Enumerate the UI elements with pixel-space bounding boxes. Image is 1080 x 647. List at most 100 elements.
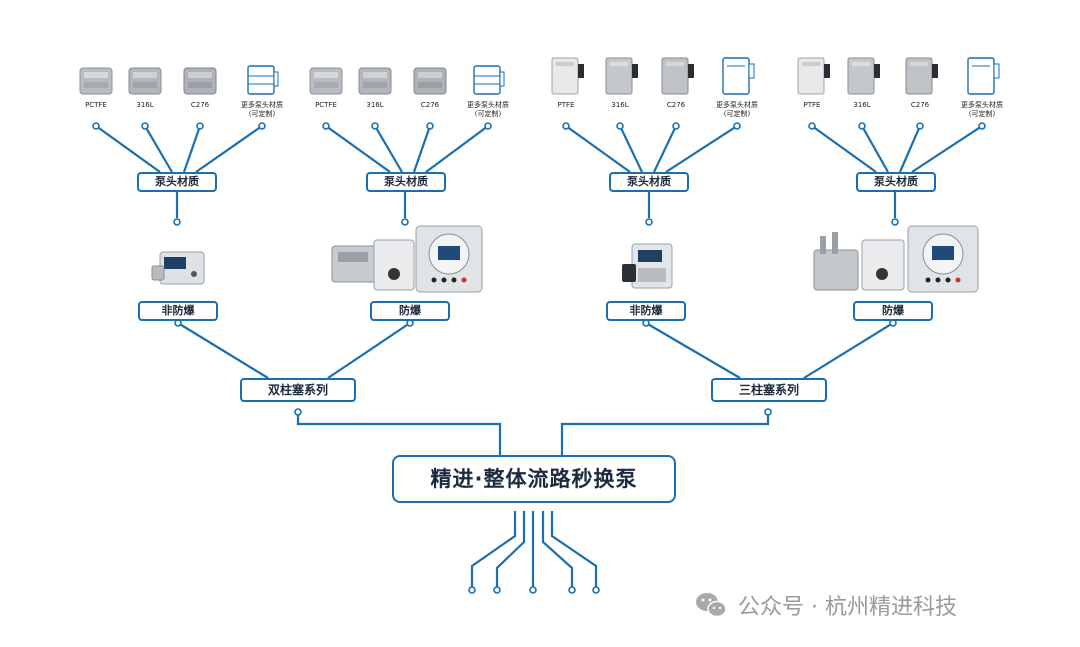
material-label: C276 (910, 101, 930, 109)
connector-line (550, 511, 598, 587)
connector-node (858, 122, 866, 130)
connector-line (195, 125, 263, 173)
pump-head-image (847, 57, 880, 95)
footer-watermark: 公众号 · 杭州精进科技 (694, 588, 957, 622)
pump-head-image (183, 67, 217, 95)
pump-head-image (605, 57, 638, 95)
connector-line (425, 125, 489, 173)
connector-line (144, 125, 173, 173)
pump-head-outline-image (722, 57, 755, 95)
connector-node (616, 122, 624, 130)
material-item: 更多泵头材质 (可定制) (460, 62, 516, 119)
material-item: PTFE (784, 54, 840, 110)
connector-line (911, 125, 983, 173)
connector-node (322, 122, 330, 130)
series-box-dual-plunger: 双柱塞系列 (240, 378, 356, 402)
material-label: 316L (366, 101, 384, 109)
connector-node (672, 122, 680, 130)
material-label: 更多泵头材质 (可定制) (961, 101, 1003, 118)
material-item: 更多泵头材质 (可定制) (709, 54, 765, 119)
connector-node (493, 586, 501, 594)
connector-line (898, 125, 922, 173)
material-group-box: 泵头材质 (856, 172, 936, 192)
branch-box-nonexplosion: 非防爆 (606, 301, 686, 321)
connector-node (808, 122, 816, 130)
connector-line (296, 415, 502, 455)
material-label: 更多泵头材质 (可定制) (467, 101, 509, 118)
connector-line (811, 125, 877, 173)
connector-node (468, 586, 476, 594)
branch-box-nonexplosion: 非防爆 (138, 301, 218, 321)
connector-node (371, 122, 379, 130)
connector-node (92, 122, 100, 130)
footer-text: 公众号 · 杭州精进科技 (738, 595, 957, 620)
connector-node (173, 218, 181, 226)
material-label: PCTFE (85, 101, 107, 109)
pump-head-image (797, 57, 830, 95)
connector-node (294, 408, 302, 416)
material-group-box: 泵头材质 (366, 172, 446, 192)
main-title-box: 精进·整体流路秒换泵 (392, 455, 676, 503)
connector-line (560, 415, 770, 455)
connector-line (325, 125, 391, 173)
material-label: 更多泵头材质 (可定制) (241, 101, 283, 118)
pump-head-outline-image (967, 57, 1000, 95)
material-item: 更多泵头材质 (可定制) (954, 54, 1010, 119)
material-label: 316L (611, 101, 629, 109)
wechat-icon (696, 593, 727, 618)
material-item: 316L (347, 62, 403, 110)
branch-box-explosionproof: 防爆 (370, 301, 450, 321)
material-item: C276 (172, 62, 228, 110)
connector-line (619, 125, 643, 173)
branch-box-explosionproof: 防爆 (853, 301, 933, 321)
connector-node (196, 122, 204, 130)
connector-line (653, 125, 677, 173)
material-item: C276 (892, 54, 948, 110)
connector-node (592, 586, 600, 594)
connector-node (764, 408, 772, 416)
connector-node (562, 122, 570, 130)
material-item: PTFE (538, 54, 594, 110)
material-item: 316L (592, 54, 648, 110)
pump-head-image (309, 67, 343, 95)
connector-node (891, 218, 899, 226)
connector-line (541, 511, 574, 587)
connector-node (426, 122, 434, 130)
connector-node (733, 122, 741, 130)
pump-head-image (551, 57, 584, 95)
connector-node (978, 122, 986, 130)
pump-head-image (358, 67, 392, 95)
material-label: C276 (190, 101, 210, 109)
material-group-box: 泵头材质 (137, 172, 217, 192)
material-item: 316L (117, 62, 173, 110)
pump-head-outline-image (247, 65, 279, 95)
dual-nonexplosion-pump-image (151, 251, 205, 285)
dual-explosionproof-pump-image (331, 225, 483, 293)
material-item: PCTFE (298, 62, 354, 110)
material-group-box: 泵头材质 (609, 172, 689, 192)
connector-line (803, 322, 894, 379)
connector-node (916, 122, 924, 130)
material-label: PTFE (557, 101, 575, 109)
material-label: 316L (136, 101, 154, 109)
material-label: C276 (666, 101, 686, 109)
material-label: C276 (420, 101, 440, 109)
pump-head-image (128, 67, 162, 95)
connector-node (141, 122, 149, 130)
connector-line (565, 125, 631, 173)
pump-head-image (79, 67, 113, 95)
connector-line (412, 125, 432, 173)
material-item: 316L (834, 54, 890, 110)
material-label: PTFE (803, 101, 821, 109)
connector-node (645, 218, 653, 226)
connector-line (665, 125, 738, 173)
connector-node (401, 218, 409, 226)
connector-line (177, 322, 269, 379)
material-item: C276 (648, 54, 704, 110)
pump-head-outline-image (473, 65, 505, 95)
pump-head-image (905, 57, 938, 95)
material-item: 更多泵头材质 (可定制) (234, 62, 290, 119)
connector-line (374, 125, 403, 173)
